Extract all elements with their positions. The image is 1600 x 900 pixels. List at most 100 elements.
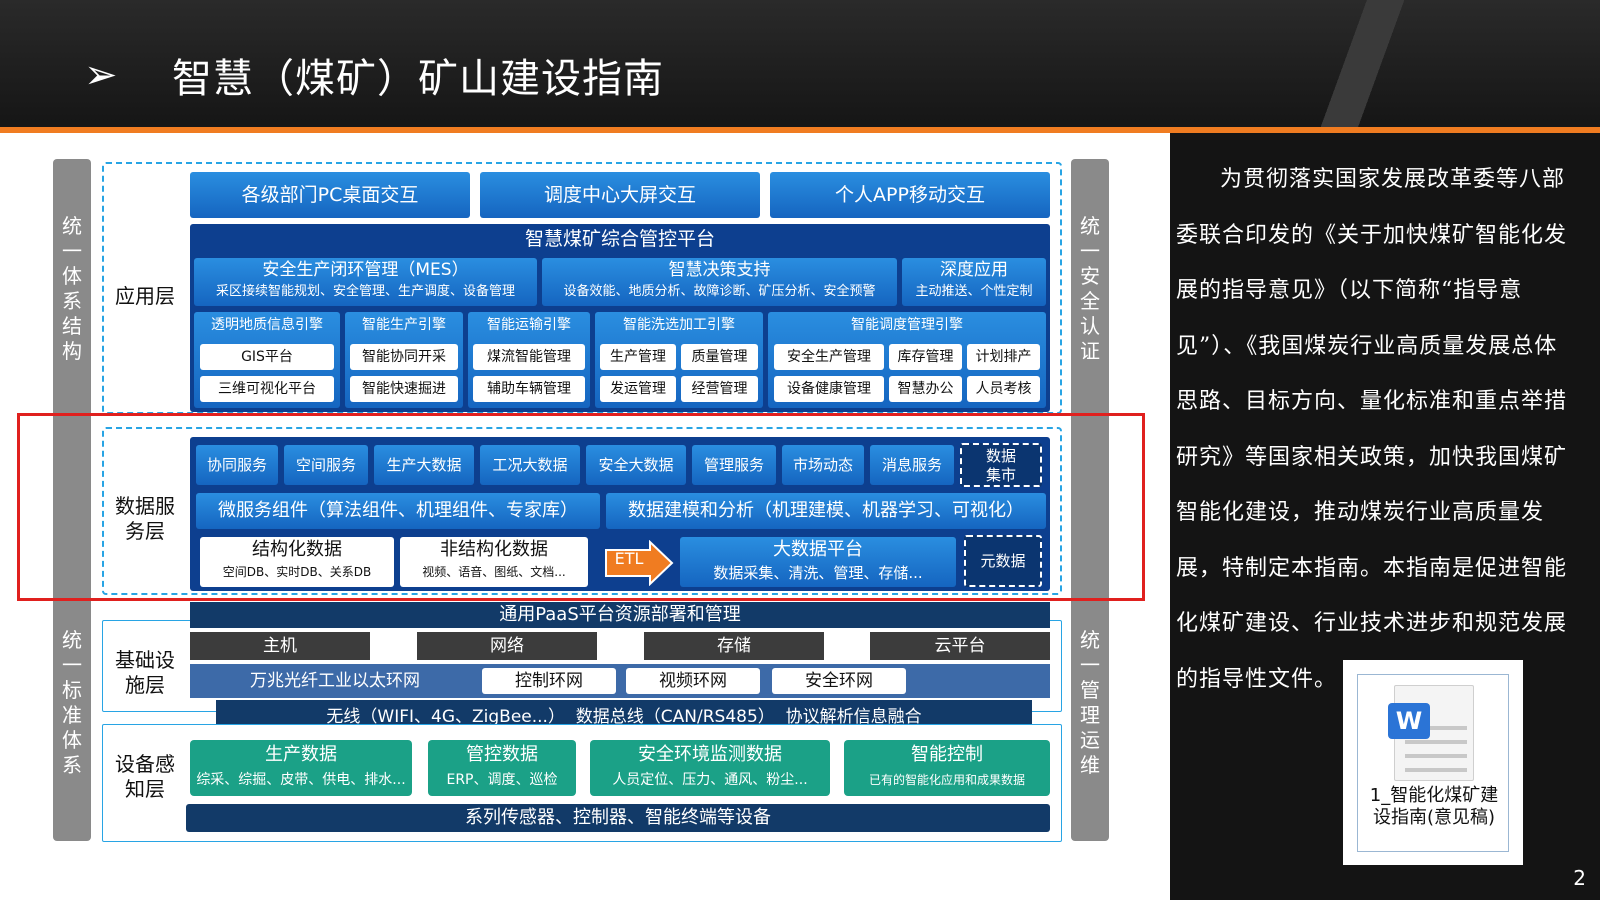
- engine-title: 智能洗选加工引擎: [623, 317, 735, 333]
- highlight-frame: [17, 413, 1145, 601]
- service-item: 工况大数据: [480, 445, 580, 485]
- service-item: 空间服务: [284, 445, 368, 485]
- side-label-unified-architecture: 统一体系结构: [53, 214, 91, 364]
- device-card-sub: 已有的智能化应用和成果数据: [868, 773, 1025, 787]
- engine-item: 安全生产管理: [774, 344, 884, 370]
- service-item: 协同服务: [196, 445, 278, 485]
- bigdata-platform-box: 大数据平台 数据采集、清洗、管理、存储...: [680, 537, 956, 587]
- structured-sub: 空间DB、实时DB、关系DB: [222, 565, 372, 579]
- module-decision: 智慧决策支持 设备效能、地质分析、故障诊断、矿压分析、安全预警: [542, 258, 897, 306]
- engine-item: 发运管理: [600, 376, 676, 402]
- resource-storage: 存储: [644, 632, 824, 660]
- engine-washing: 智能洗选加工引擎 生产管理 质量管理 发运管理 经营管理: [595, 312, 763, 408]
- header-decoration: [1180, 0, 1600, 130]
- engine-item: GIS平台: [200, 344, 334, 370]
- device-card-safety: 安全环境监测数据 人员定位、压力、通风、粉尘...: [590, 740, 830, 796]
- service-item: 市场动态: [782, 445, 864, 485]
- microservice-bar: 微服务组件（算法组件、机理组件、专家库）: [196, 493, 600, 529]
- engine-geology: 透明地质信息引擎 GIS平台 三维可视化平台: [194, 312, 340, 408]
- data-market-box: 数据集市: [960, 443, 1042, 487]
- engine-item: 智能协同开采: [350, 344, 458, 370]
- slide-title: 智慧（煤矿）矿山建设指南: [172, 56, 664, 102]
- right-side-bar: [1071, 159, 1109, 841]
- net-safety: 安全环网: [772, 668, 906, 694]
- arrow-bullet-icon: ➢: [84, 52, 118, 98]
- metadata-box: 元数据: [964, 535, 1042, 587]
- module-title: 安全生产闭环管理（MES）: [262, 260, 469, 280]
- layer-label-text: 数据服务层: [115, 494, 175, 543]
- bigdata-title: 大数据平台: [773, 539, 863, 560]
- resource-host: 主机: [190, 632, 370, 660]
- etl-arrow-icon: [605, 540, 674, 586]
- device-card-sub: 人员定位、压力、通风、粉尘...: [612, 772, 808, 788]
- unstructured-title: 非结构化数据: [440, 539, 548, 560]
- bigdata-sub: 数据采集、清洗、管理、存储...: [713, 564, 923, 582]
- engine-item: 设备健康管理: [774, 376, 884, 402]
- module-sub: 采区接续智能规划、安全管理、生产调度、设备管理: [215, 284, 515, 299]
- engine-title: 智能运输引擎: [487, 317, 571, 333]
- page-line: [1405, 740, 1467, 744]
- side-text: 统一管理运维: [1080, 628, 1100, 777]
- side-label-unified-ops: 统一管理运维: [1071, 628, 1109, 778]
- page-number: 2: [1573, 866, 1586, 890]
- module-sub: 主动推送、个性定制: [915, 284, 1033, 299]
- resource-network: 网络: [417, 632, 597, 660]
- engine-dispatch: 智能调度管理引擎 安全生产管理 库存管理 计划排产 设备健康管理 智慧办公 人员…: [768, 312, 1046, 408]
- engine-title: 透明地质信息引擎: [211, 317, 323, 333]
- engine-production: 智能生产引擎 智能协同开采 智能快速掘进: [345, 312, 463, 408]
- document-filename: 1_智能化煤矿建设指南(意见稿): [1369, 785, 1499, 828]
- mobile-app-button: 个人APP移动交互: [770, 172, 1050, 218]
- left-side-bar: [53, 159, 91, 841]
- structured-data-box: 结构化数据 空间DB、实时DB、关系DB: [200, 537, 394, 587]
- layer-label-text: 基础设施层: [115, 648, 175, 697]
- structured-title: 结构化数据: [252, 539, 342, 560]
- engine-item: 生产管理: [600, 344, 676, 370]
- module-title: 深度应用: [940, 260, 1008, 280]
- paas-bar: 通用PaaS平台资源部署和管理: [190, 602, 1050, 628]
- net-control: 控制环网: [482, 668, 616, 694]
- engine-item: 智慧办公: [889, 376, 962, 402]
- engine-item: 辅助车辆管理: [473, 376, 585, 402]
- engine-item: 计划排产: [967, 344, 1040, 370]
- net-video: 视频环网: [626, 668, 760, 694]
- layer-label-infra: 基础设施层: [104, 648, 186, 698]
- document-attachment[interactable]: W 1_智能化煤矿建设指南(意见稿): [1343, 660, 1523, 865]
- device-card-control: 管控数据 ERP、调度、巡检: [428, 740, 576, 796]
- layer-label-app: 应用层: [115, 284, 175, 308]
- engine-title: 智能调度管理引擎: [851, 317, 963, 333]
- engine-item: 煤流智能管理: [473, 344, 585, 370]
- side-text: 统一体系结构: [62, 214, 82, 363]
- device-card-title: 生产数据: [265, 744, 337, 765]
- service-item: 安全大数据: [586, 445, 686, 485]
- document-frame: W 1_智能化煤矿建设指南(意见稿): [1357, 674, 1509, 852]
- service-item: 消息服务: [870, 445, 954, 485]
- page-line: [1405, 768, 1467, 772]
- module-deep: 深度应用 主动推送、个性定制: [902, 258, 1046, 306]
- device-card-title: 智能控制: [911, 744, 983, 765]
- module-title: 智慧决策支持: [668, 260, 771, 280]
- service-item: 管理服务: [692, 445, 776, 485]
- module-sub: 设备效能、地质分析、故障诊断、矿压分析、安全预警: [563, 284, 876, 299]
- device-card-sub: 综采、综掘、皮带、供电、排水...: [196, 772, 406, 788]
- device-card-intelligent: 智能控制 已有的智能化应用和成果数据: [844, 740, 1050, 796]
- side-label-unified-security: 统一安全认证: [1071, 214, 1109, 364]
- module-mes: 安全生产闭环管理（MES） 采区接续智能规划、安全管理、生产调度、设备管理: [194, 258, 537, 306]
- device-card-title: 管控数据: [466, 744, 538, 765]
- data-market-label: 数据集市: [985, 447, 1016, 484]
- layer-label-data: 数据服务层: [104, 494, 186, 544]
- layer-label-device: 设备感知层: [104, 752, 186, 802]
- sensor-devices-bar: 系列传感器、控制器、智能终端等设备: [186, 804, 1050, 832]
- modeling-bar: 数据建模和分析（机理建模、机器学习、可视化）: [606, 493, 1046, 529]
- side-text: 统一标准体系: [62, 628, 82, 777]
- resource-cloud: 云平台: [870, 632, 1050, 660]
- page-line: [1425, 726, 1467, 730]
- service-item: 生产大数据: [374, 445, 474, 485]
- guide-paragraph: 为贯彻落实国家发展改革委等八部委联合印发的《关于加快煤矿智能化发展的指导意见》（…: [1176, 167, 1568, 692]
- side-text: 统一安全认证: [1080, 214, 1100, 363]
- word-icon: W: [1388, 703, 1430, 739]
- engine-title: 智能生产引擎: [362, 317, 446, 333]
- device-card-sub: ERP、调度、巡检: [446, 772, 558, 788]
- unstructured-data-box: 非结构化数据 视频、语音、图纸、文档...: [400, 537, 588, 587]
- unstructured-sub: 视频、语音、图纸、文档...: [422, 565, 566, 579]
- accent-stripe: [0, 127, 1600, 133]
